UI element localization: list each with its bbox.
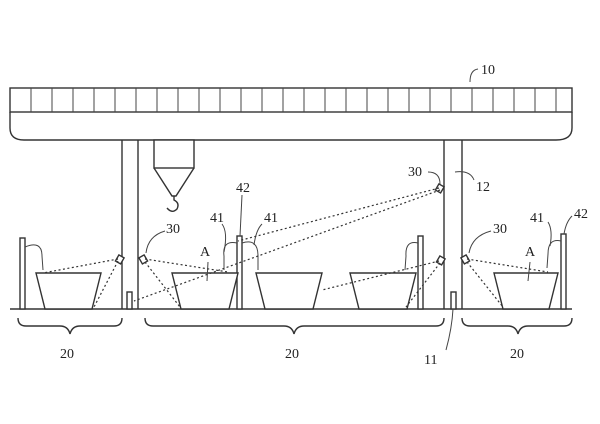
bucket-3 xyxy=(255,272,323,310)
brace-right xyxy=(461,317,573,335)
bucket-5 xyxy=(493,272,559,310)
leader-bracket-mid-a xyxy=(221,223,227,253)
leader-gantry xyxy=(469,68,479,83)
camera-right-post-top xyxy=(434,182,446,194)
inner-right-pole xyxy=(404,235,424,310)
leader-camera-left xyxy=(145,230,166,254)
leader-bracket-mid-b xyxy=(253,223,263,246)
brace-left xyxy=(17,317,123,335)
leader-right-post xyxy=(454,171,475,181)
label-station-right: 20 xyxy=(510,347,524,362)
label-station-left: 20 xyxy=(60,347,74,362)
left-post xyxy=(121,140,139,309)
label-pole-right: 42 xyxy=(574,207,588,222)
sight-lines xyxy=(42,187,549,308)
leader-bracket-right xyxy=(547,221,552,247)
leader-area-right xyxy=(527,261,531,282)
label-camera-left: 30 xyxy=(166,222,180,237)
label-gantry: 10 xyxy=(481,63,495,78)
label-right-post: 12 xyxy=(476,180,490,195)
label-pole-mid: 42 xyxy=(236,181,250,196)
leader-camera-right xyxy=(468,230,492,254)
label-area-mid: A xyxy=(200,245,211,260)
marker-left xyxy=(126,291,133,310)
marker-right xyxy=(450,291,457,310)
bucket-1 xyxy=(35,272,102,310)
label-bracket-mid-a: 41 xyxy=(210,211,224,226)
leader-area-mid xyxy=(206,261,209,282)
bucket-2 xyxy=(171,272,239,310)
leader-base-marker xyxy=(445,308,454,351)
leader-pole-mid xyxy=(239,194,243,237)
hopper xyxy=(153,139,195,212)
right-post xyxy=(443,140,463,309)
leader-pole-right xyxy=(563,215,573,235)
bucket-4 xyxy=(349,272,417,310)
label-camera-right: 30 xyxy=(493,222,507,237)
leader-camera-top xyxy=(427,171,441,185)
label-camera-top: 30 xyxy=(408,165,422,180)
label-bracket-right: 41 xyxy=(530,211,544,226)
left-pole xyxy=(19,237,44,310)
label-station-middle: 20 xyxy=(285,347,299,362)
gantry-beam xyxy=(9,87,573,141)
brace-middle xyxy=(144,317,445,335)
label-bracket-mid-b: 41 xyxy=(264,211,278,226)
label-base-marker: 11 xyxy=(424,353,437,368)
label-area-right: A xyxy=(525,245,536,260)
